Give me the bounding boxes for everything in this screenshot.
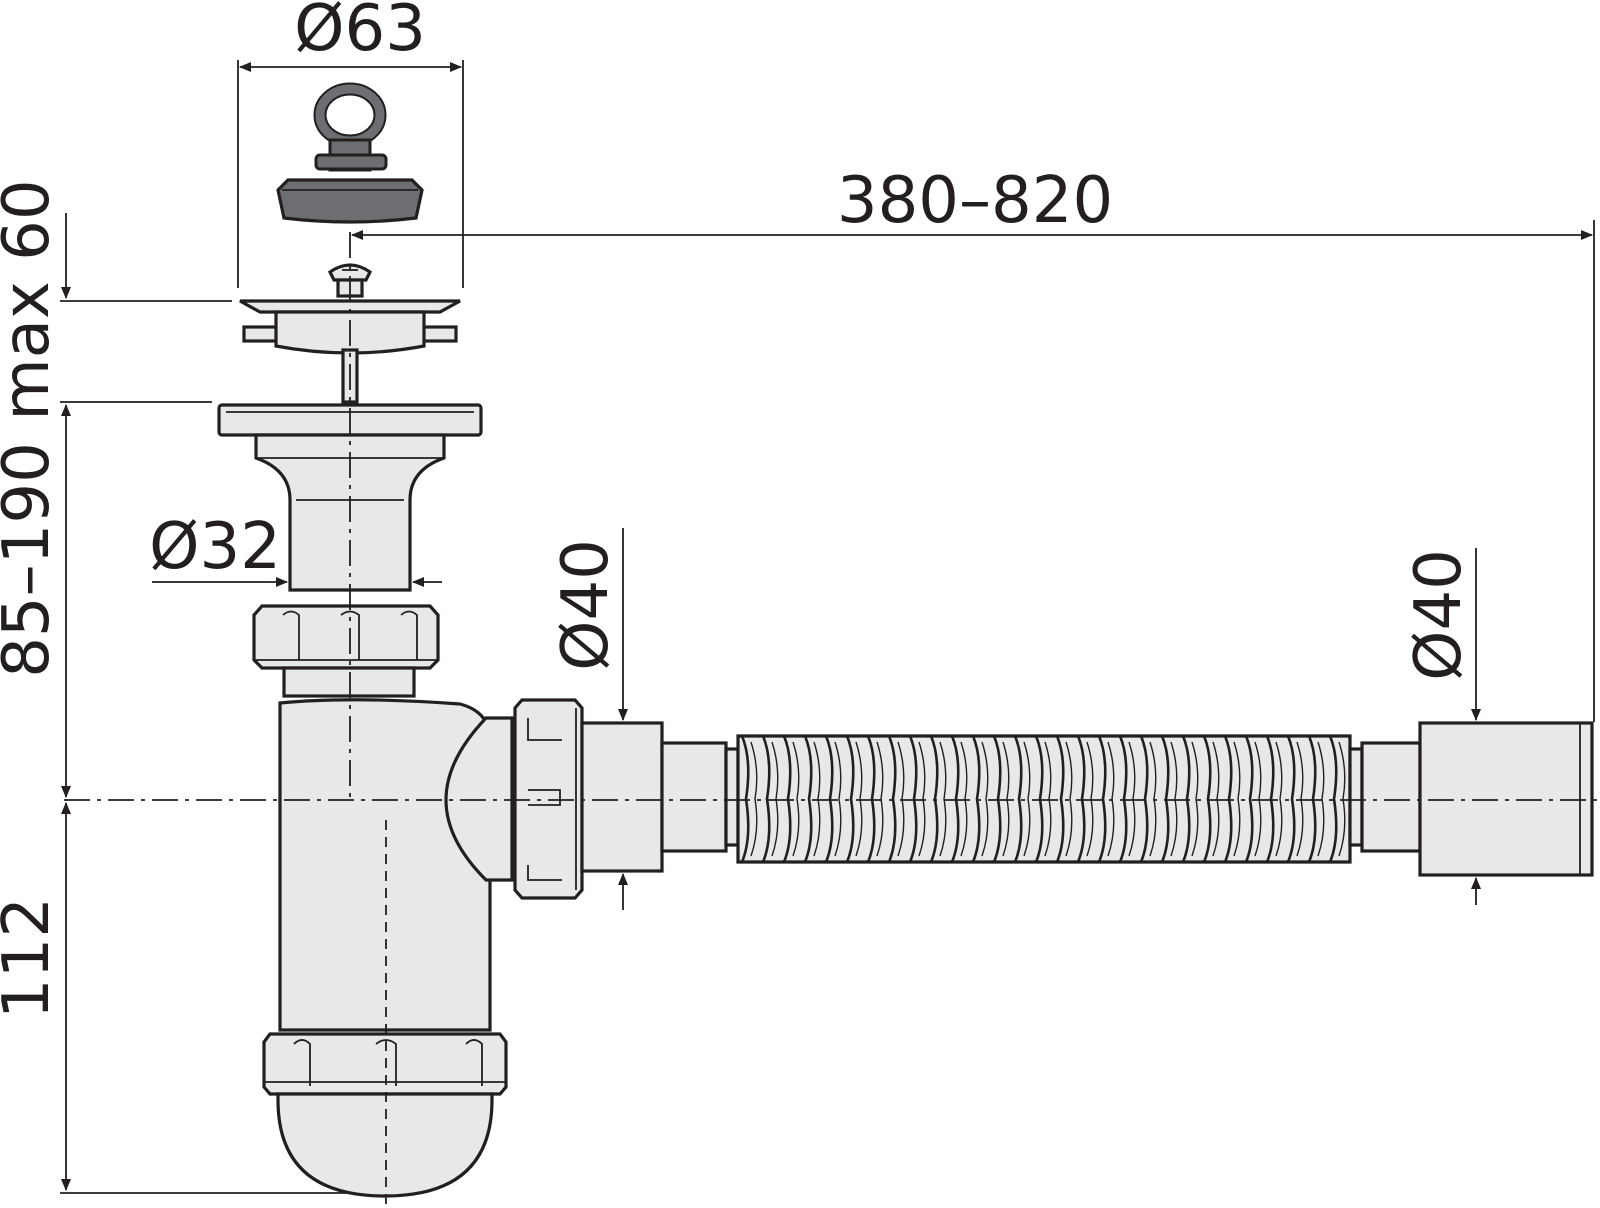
max-depth-label: max 60 (0, 179, 64, 420)
hose-rib-shadow (1065, 741, 1073, 857)
outlet-union-nut (513, 698, 584, 900)
hose-rib-shadow (1191, 741, 1199, 857)
hose-rib (1244, 735, 1254, 863)
hose-rib (1286, 735, 1296, 863)
upper-union-nut (252, 604, 440, 670)
hose-rib (971, 735, 981, 863)
hose-rib (782, 735, 792, 863)
hose-rib (845, 735, 855, 863)
hose-rib (824, 735, 834, 863)
hose-rib (950, 735, 960, 863)
hose-rib-shadow (813, 741, 821, 857)
hose-rib (1202, 735, 1212, 863)
hose-rib-shadow (1044, 741, 1052, 857)
hose-rib-shadow (1254, 741, 1262, 857)
hose-rib-shadow (750, 741, 758, 857)
hose-rib-shadow (1149, 741, 1157, 857)
hose-rib (866, 735, 876, 863)
hose-rib (1118, 735, 1128, 863)
hose-rib-shadow (1233, 741, 1241, 857)
flexible-hose (580, 721, 1594, 877)
hose-rib-shadow (1002, 741, 1010, 857)
hose-rib (1097, 735, 1107, 863)
hose-rib-shadow (897, 741, 905, 857)
hose-rib-shadow (1317, 741, 1325, 857)
hose-rib-shadow (1086, 741, 1094, 857)
hose-rib (908, 735, 918, 863)
inlet-height-label: 85–190 (0, 442, 64, 678)
hose-rib (992, 735, 1002, 863)
hose-rib (1013, 735, 1023, 863)
tube-diameter-label: Ø32 (149, 510, 281, 584)
center-lines (64, 232, 1600, 1205)
hose-rib-shadow (939, 741, 947, 857)
tailpiece (217, 403, 483, 592)
hose-rib-shadow (981, 741, 989, 857)
hose-rib-shadow (1023, 741, 1031, 857)
hose-rib-shadow (960, 741, 968, 857)
hose-rib (1265, 735, 1275, 863)
hose-rib (1076, 735, 1086, 863)
hose-rib-shadow (1170, 741, 1178, 857)
hose-rib (761, 735, 771, 863)
hose-rib (887, 735, 897, 863)
hose-rib-shadow (1212, 741, 1220, 857)
hose-rib-shadow (834, 741, 842, 857)
trap-height-label: 112 (0, 897, 64, 1019)
hose-rib-shadow (876, 741, 884, 857)
hose-rib-shadow (1296, 741, 1304, 857)
hose-rib-shadow (1338, 741, 1346, 857)
hose-corrugations (740, 735, 1346, 863)
hose-rib (1307, 735, 1317, 863)
hose-rib (1223, 735, 1233, 863)
rubber-stopper (276, 82, 424, 224)
outlet-length-label: 380–820 (837, 164, 1113, 238)
hose-rib (1055, 735, 1065, 863)
hose-rib-shadow (792, 741, 800, 857)
hose-rib-shadow (771, 741, 779, 857)
hose-rib (1181, 735, 1191, 863)
hose-rib-shadow (1128, 741, 1136, 857)
hose-rib (929, 735, 939, 863)
outlet-diameter-left-label: Ø40 (549, 539, 623, 671)
hose-rib (1328, 735, 1338, 863)
stopper-diameter-label: Ø63 (294, 0, 426, 66)
hose-rib (1034, 735, 1044, 863)
hose-rib-shadow (918, 741, 926, 857)
outlet-diameter-right-label: Ø40 (1402, 549, 1476, 681)
hose-rib (803, 735, 813, 863)
hose-rib (1139, 735, 1149, 863)
hose-rib-shadow (855, 741, 863, 857)
hose-rib (1160, 735, 1170, 863)
bottle-trap-body (262, 666, 514, 1198)
dimension-lines (60, 60, 1595, 1194)
hose-rib-shadow (1275, 741, 1283, 857)
hose-rib-shadow (1107, 741, 1115, 857)
hose-rib (740, 735, 750, 863)
